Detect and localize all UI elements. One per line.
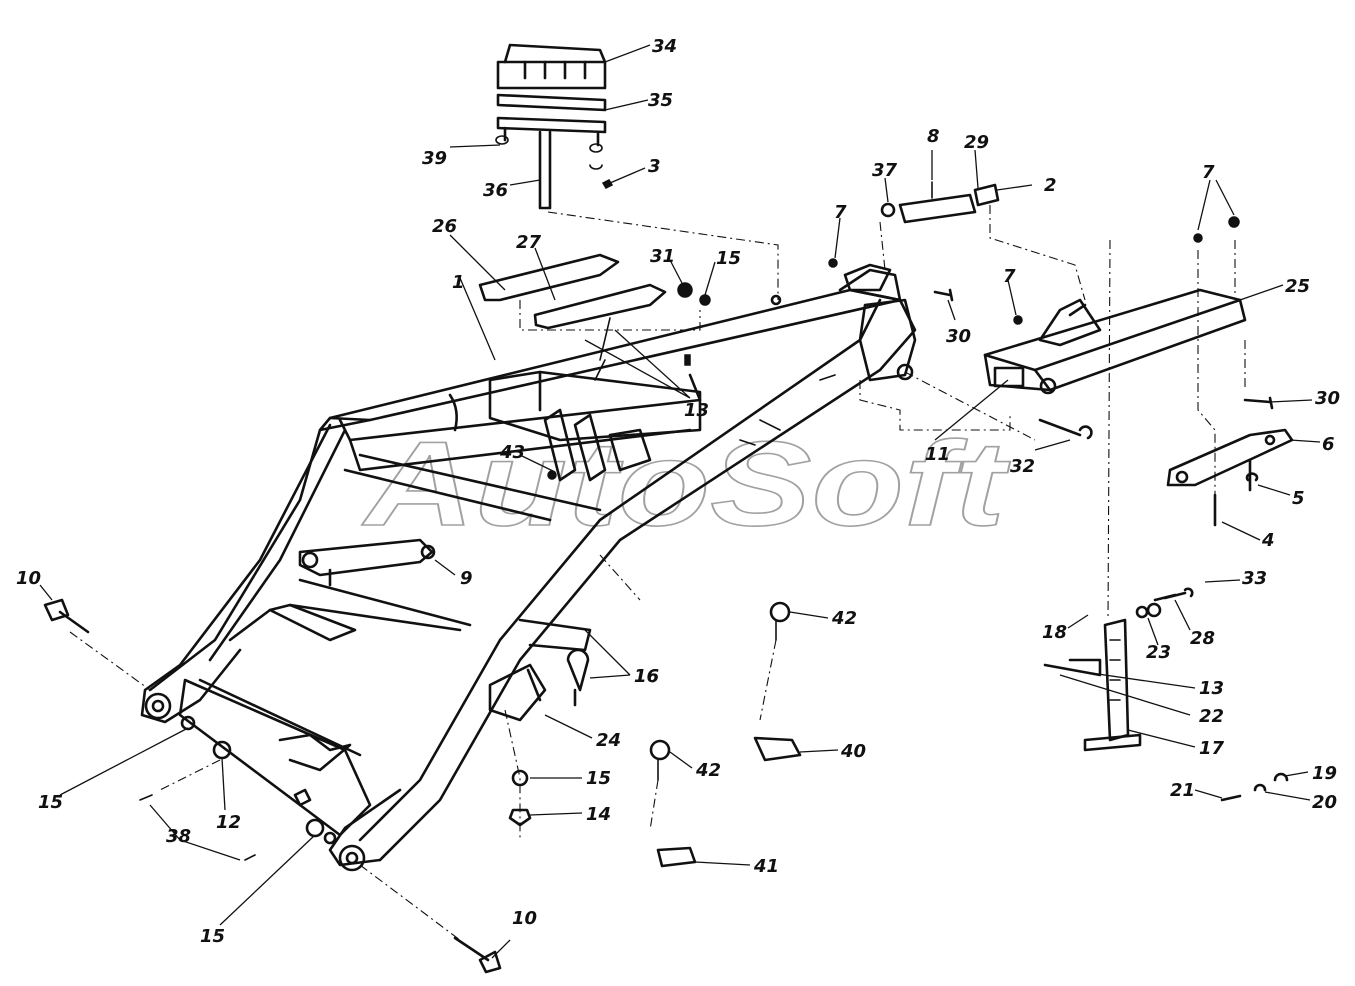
callout-2: 2 bbox=[1044, 175, 1057, 196]
callout-6: 6 bbox=[1322, 434, 1335, 455]
links-26-27 bbox=[478, 253, 782, 381]
callout-23: 23 bbox=[1146, 642, 1171, 663]
callout-26: 26 bbox=[432, 216, 457, 237]
callout-5: 5 bbox=[1292, 488, 1305, 509]
leader-lines bbox=[39, 44, 1321, 959]
main-frame bbox=[140, 263, 917, 872]
callout-10-a: 10 bbox=[16, 568, 41, 589]
callout-24: 24 bbox=[596, 730, 621, 751]
callout-12: 12 bbox=[216, 812, 241, 833]
hitch-plate bbox=[1166, 428, 1294, 527]
callout-41: 41 bbox=[753, 856, 779, 877]
callout-36: 36 bbox=[483, 180, 508, 201]
callout-4: 4 bbox=[1261, 530, 1275, 551]
callout-43: 43 bbox=[499, 442, 525, 463]
callout-19: 19 bbox=[1312, 763, 1337, 784]
callout-30-b: 30 bbox=[1315, 388, 1340, 409]
callout-16-b: 16 bbox=[634, 666, 659, 687]
callout-29: 29 bbox=[964, 132, 989, 153]
centerlines bbox=[69, 205, 1246, 941]
callout-25: 25 bbox=[1285, 276, 1310, 297]
callout-7-b: 7 bbox=[1003, 266, 1016, 287]
callout-13-b: 13 bbox=[1199, 678, 1224, 699]
callout-16-a: 16 bbox=[634, 666, 659, 687]
hydraulic-cylinder bbox=[880, 181, 1000, 224]
callout-labels: 34 35 39 36 3 26 27 1 31 15 13 7 37 8 29… bbox=[16, 36, 1340, 947]
callout-9: 9 bbox=[460, 568, 473, 589]
callout-20: 20 bbox=[1312, 792, 1337, 813]
callout-30-a: 30 bbox=[946, 326, 971, 347]
drawbar bbox=[828, 216, 1247, 395]
callout-11: 11 bbox=[925, 444, 950, 465]
bolts bbox=[43, 288, 1289, 974]
callout-1: 1 bbox=[452, 272, 465, 293]
callout-22: 22 bbox=[1199, 706, 1224, 727]
callout-15-d: 15 bbox=[200, 926, 225, 947]
callout-34: 34 bbox=[652, 36, 677, 57]
parking-stand bbox=[1043, 593, 1177, 752]
callout-27: 27 bbox=[516, 232, 542, 253]
callout-3: 3 bbox=[648, 156, 661, 177]
callout-7-a: 7 bbox=[834, 202, 847, 223]
callout-8: 8 bbox=[927, 126, 940, 147]
callout-37: 37 bbox=[872, 160, 898, 181]
callout-28: 28 bbox=[1190, 628, 1215, 649]
lock-pins bbox=[180, 601, 802, 868]
callout-14: 14 bbox=[586, 804, 611, 825]
callout-42-b: 42 bbox=[695, 760, 721, 781]
callout-33: 33 bbox=[1242, 568, 1267, 589]
callout-13-a: 13 bbox=[684, 400, 709, 421]
grille-assembly bbox=[495, 43, 614, 210]
callout-40: 40 bbox=[840, 741, 866, 762]
callout-15-b: 15 bbox=[586, 768, 611, 789]
callout-7-c: 7 bbox=[1202, 162, 1215, 183]
callout-21: 21 bbox=[1170, 780, 1195, 801]
callout-42-a: 42 bbox=[831, 608, 857, 629]
callout-15-c: 15 bbox=[38, 792, 63, 813]
callout-39: 39 bbox=[422, 148, 447, 169]
callout-32: 32 bbox=[1010, 456, 1035, 477]
callout-15-a: 15 bbox=[716, 248, 741, 269]
callout-35: 35 bbox=[648, 90, 673, 111]
callout-18: 18 bbox=[1042, 622, 1067, 643]
callout-17: 17 bbox=[1199, 738, 1225, 759]
callout-31: 31 bbox=[650, 246, 675, 267]
callout-38: 38 bbox=[166, 826, 191, 847]
watermark: AutoSoft bbox=[361, 417, 1011, 551]
callout-10-b: 10 bbox=[512, 908, 537, 929]
